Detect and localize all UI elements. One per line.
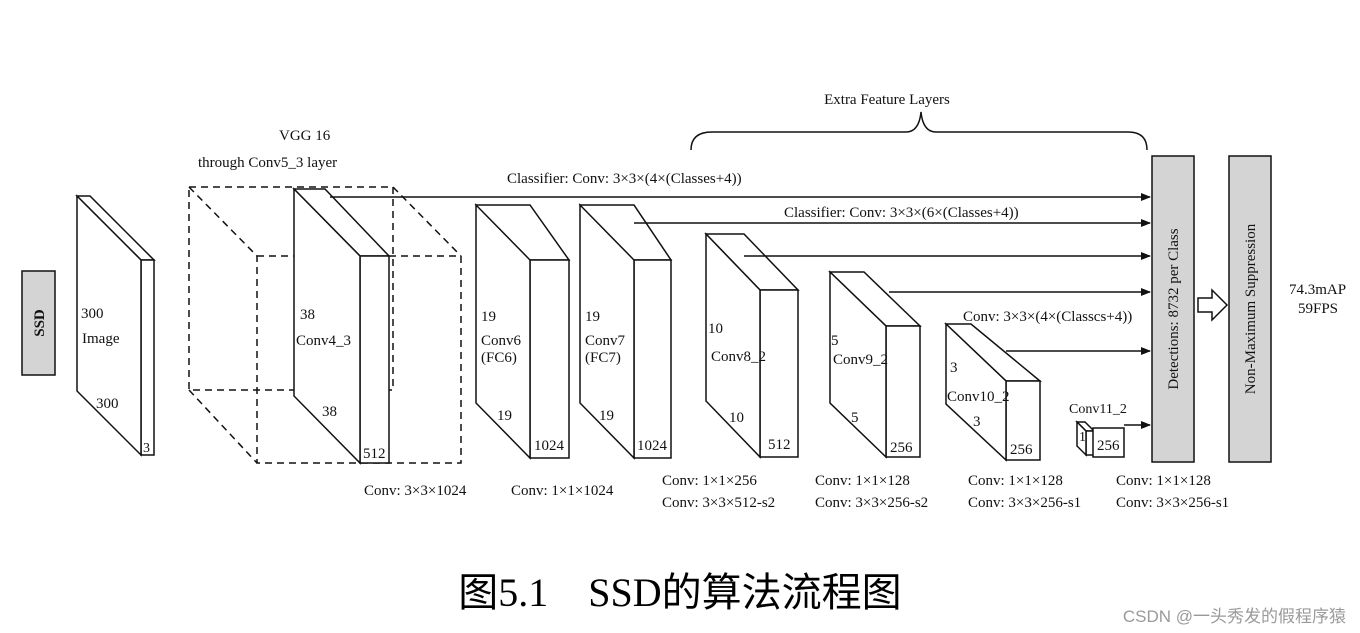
conv6-dim-bottom: 19 bbox=[497, 408, 512, 424]
conv6-depth: 1024 bbox=[534, 438, 565, 454]
conv9-2-block bbox=[828, 270, 922, 459]
classifier-arrows bbox=[330, 193, 1151, 429]
conv4-3-block bbox=[292, 187, 391, 465]
classifier-label-1: Classifier: Conv: 3×3×(4×(Classes+4)) bbox=[507, 171, 742, 187]
conv9-2-depth: 256 bbox=[890, 440, 913, 456]
image-dim-bottom: 300 bbox=[96, 396, 119, 412]
image-name: Image bbox=[82, 331, 120, 347]
conv7-dim-top: 19 bbox=[585, 309, 600, 325]
conv-label-conv8-line2: Conv: 3×3×512-s2 bbox=[662, 495, 775, 511]
conv8-2-name: Conv8_2 bbox=[711, 349, 766, 365]
image-depth: 3 bbox=[143, 441, 150, 456]
extra-feature-layers-brace bbox=[690, 111, 1148, 151]
conv4-3-depth: 512 bbox=[363, 446, 386, 462]
conv4-3-dim-bottom: 38 bbox=[322, 404, 337, 420]
ssd-label: SSD bbox=[32, 309, 48, 337]
vgg-title: VGG 16 bbox=[279, 128, 331, 144]
nms-label: Non-Maximum Suppression bbox=[1243, 223, 1259, 394]
conv6-name-line1: Conv6 bbox=[481, 333, 522, 349]
nms-box: Non-Maximum Suppression bbox=[1228, 155, 1272, 463]
image-dim-top: 300 bbox=[81, 306, 104, 322]
csdn-watermark: CSDN @一头秀发的假程序猿 bbox=[1122, 607, 1346, 626]
conv7-name-line2: (FC7) bbox=[585, 350, 621, 366]
detections-box: Detections: 8732 per Class bbox=[1151, 155, 1195, 463]
conv7-name-line1: Conv7 bbox=[585, 333, 626, 349]
result-fps: 59FPS bbox=[1298, 301, 1338, 317]
classifier-label-2: Classifier: Conv: 3×3×(6×(Classes+4)) bbox=[784, 205, 1019, 221]
conv10-2-name: Conv10_2 bbox=[947, 389, 1010, 405]
conv11-2-depth: 256 bbox=[1097, 438, 1120, 454]
conv-label-after-conv6: Conv: 1×1×1024 bbox=[511, 483, 614, 499]
conv-label-after-vgg: Conv: 3×3×1024 bbox=[364, 483, 467, 499]
conv9-2-dim-top: 5 bbox=[831, 333, 839, 349]
hollow-arrow-icon bbox=[1197, 288, 1229, 322]
conv6-name-line2: (FC6) bbox=[481, 350, 517, 366]
conv7-block bbox=[578, 203, 673, 460]
figure-caption: 图5.1 SSD的算法流程图 bbox=[458, 570, 902, 615]
conv8-2-block bbox=[704, 232, 800, 459]
conv6-block bbox=[474, 203, 571, 460]
conv10-2-dim-top: 3 bbox=[950, 360, 958, 376]
conv7-dim-bottom: 19 bbox=[599, 408, 614, 424]
conv4-3-dim-top: 38 bbox=[300, 307, 315, 323]
conv10-2-block bbox=[944, 322, 1043, 462]
conv6-dim-top: 19 bbox=[481, 309, 496, 325]
conv8-2-dim-top: 10 bbox=[708, 321, 723, 337]
vgg-subtitle: through Conv5_3 layer bbox=[198, 155, 337, 171]
input-image-block bbox=[75, 194, 156, 457]
conv10-2-dim-bottom: 3 bbox=[973, 414, 981, 430]
ssd-label-box: SSD bbox=[21, 270, 56, 376]
conv9-2-dim-bottom: 5 bbox=[851, 410, 859, 426]
detections-label: Detections: 8732 per Class bbox=[1166, 228, 1182, 389]
result-map: 74.3mAP bbox=[1289, 282, 1346, 298]
conv-label-conv11-line2: Conv: 3×3×256-s1 bbox=[1116, 495, 1229, 511]
conv-label-conv10-line1: Conv: 1×1×128 bbox=[968, 473, 1063, 489]
extra-feature-layers-label: Extra Feature Layers bbox=[824, 92, 950, 108]
conv11-2-name: Conv11_2 bbox=[1069, 402, 1127, 417]
conv9-2-name: Conv9_2 bbox=[833, 352, 888, 368]
classifier-label-3: Conv: 3×3×(4×(Classcs+4)) bbox=[963, 309, 1132, 325]
conv8-2-dim-bottom: 10 bbox=[729, 410, 744, 426]
conv11-2-dim: 1 bbox=[1079, 430, 1086, 445]
conv8-2-depth: 512 bbox=[768, 437, 791, 453]
conv4-3-name: Conv4_3 bbox=[296, 333, 351, 349]
conv-label-conv10-line2: Conv: 3×3×256-s1 bbox=[968, 495, 1081, 511]
conv-label-conv9-line1: Conv: 1×1×128 bbox=[815, 473, 910, 489]
conv10-2-depth: 256 bbox=[1010, 442, 1033, 458]
conv-label-conv11-line1: Conv: 1×1×128 bbox=[1116, 473, 1211, 489]
conv7-depth: 1024 bbox=[637, 438, 668, 454]
conv-label-conv9-line2: Conv: 3×3×256-s2 bbox=[815, 495, 928, 511]
conv11-2-block bbox=[1075, 420, 1125, 458]
conv-label-conv8-line1: Conv: 1×1×256 bbox=[662, 473, 757, 489]
